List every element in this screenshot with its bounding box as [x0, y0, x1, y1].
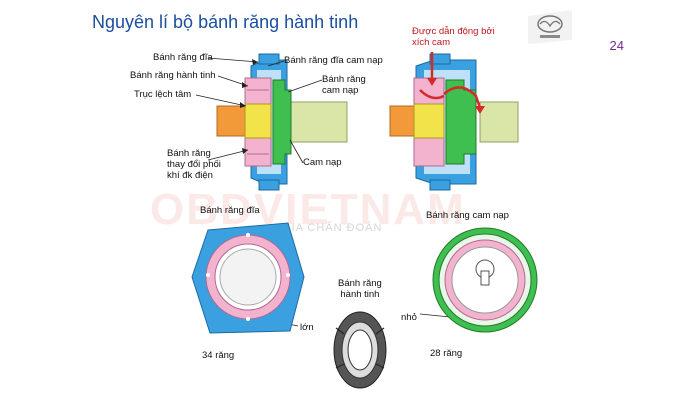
slide-title: Nguyên lí bộ bánh răng hành tinh: [92, 12, 359, 32]
label-ring-gear-intake-cam: Bánh răng đĩa cam nạp: [284, 55, 383, 66]
label-planet-gear: Bánh răng hành tinh: [130, 70, 216, 81]
label-intake-cam-gear: Bánh răng cam nạp: [322, 74, 366, 96]
cam-gear-teeth-count: 28 răng: [430, 348, 463, 359]
watermark-subtext: GIA CHẨN ĐOÁN: [282, 222, 383, 234]
cam-gear-illustration: [432, 227, 538, 333]
ring-gear-teeth-count: 34 răng: [202, 350, 235, 361]
page-number: 24: [609, 38, 624, 53]
cross-section-diagram-left: [216, 53, 348, 191]
label-eccentric-shaft: Trục lệch tâm: [134, 89, 192, 100]
label-motor-gear: Bánh răng thay đổi phối khí đk điện: [167, 148, 221, 181]
cam-gear-title: Bánh răng cam nạp: [426, 210, 509, 221]
planet-gear-illustration: [333, 311, 387, 389]
planet-gear-title: Bánh răng hành tinh: [338, 278, 382, 300]
cross-section-diagram-right: [389, 52, 519, 191]
ring-gear-illustration: [191, 222, 305, 334]
mazda-logo-icon: [528, 10, 572, 44]
label-ring-gear: Bánh răng đĩa: [153, 52, 213, 63]
ring-gear-title: Bánh răng đĩa: [200, 205, 260, 216]
label-small: nhỏ: [401, 312, 417, 323]
label-driven-by-chain: Được dẫn động bởi xích cam: [412, 26, 495, 48]
label-big: lớn: [300, 322, 314, 333]
label-intake-cam: Cam nạp: [303, 157, 342, 168]
watermark: OBDVIETNAM: [150, 185, 466, 234]
